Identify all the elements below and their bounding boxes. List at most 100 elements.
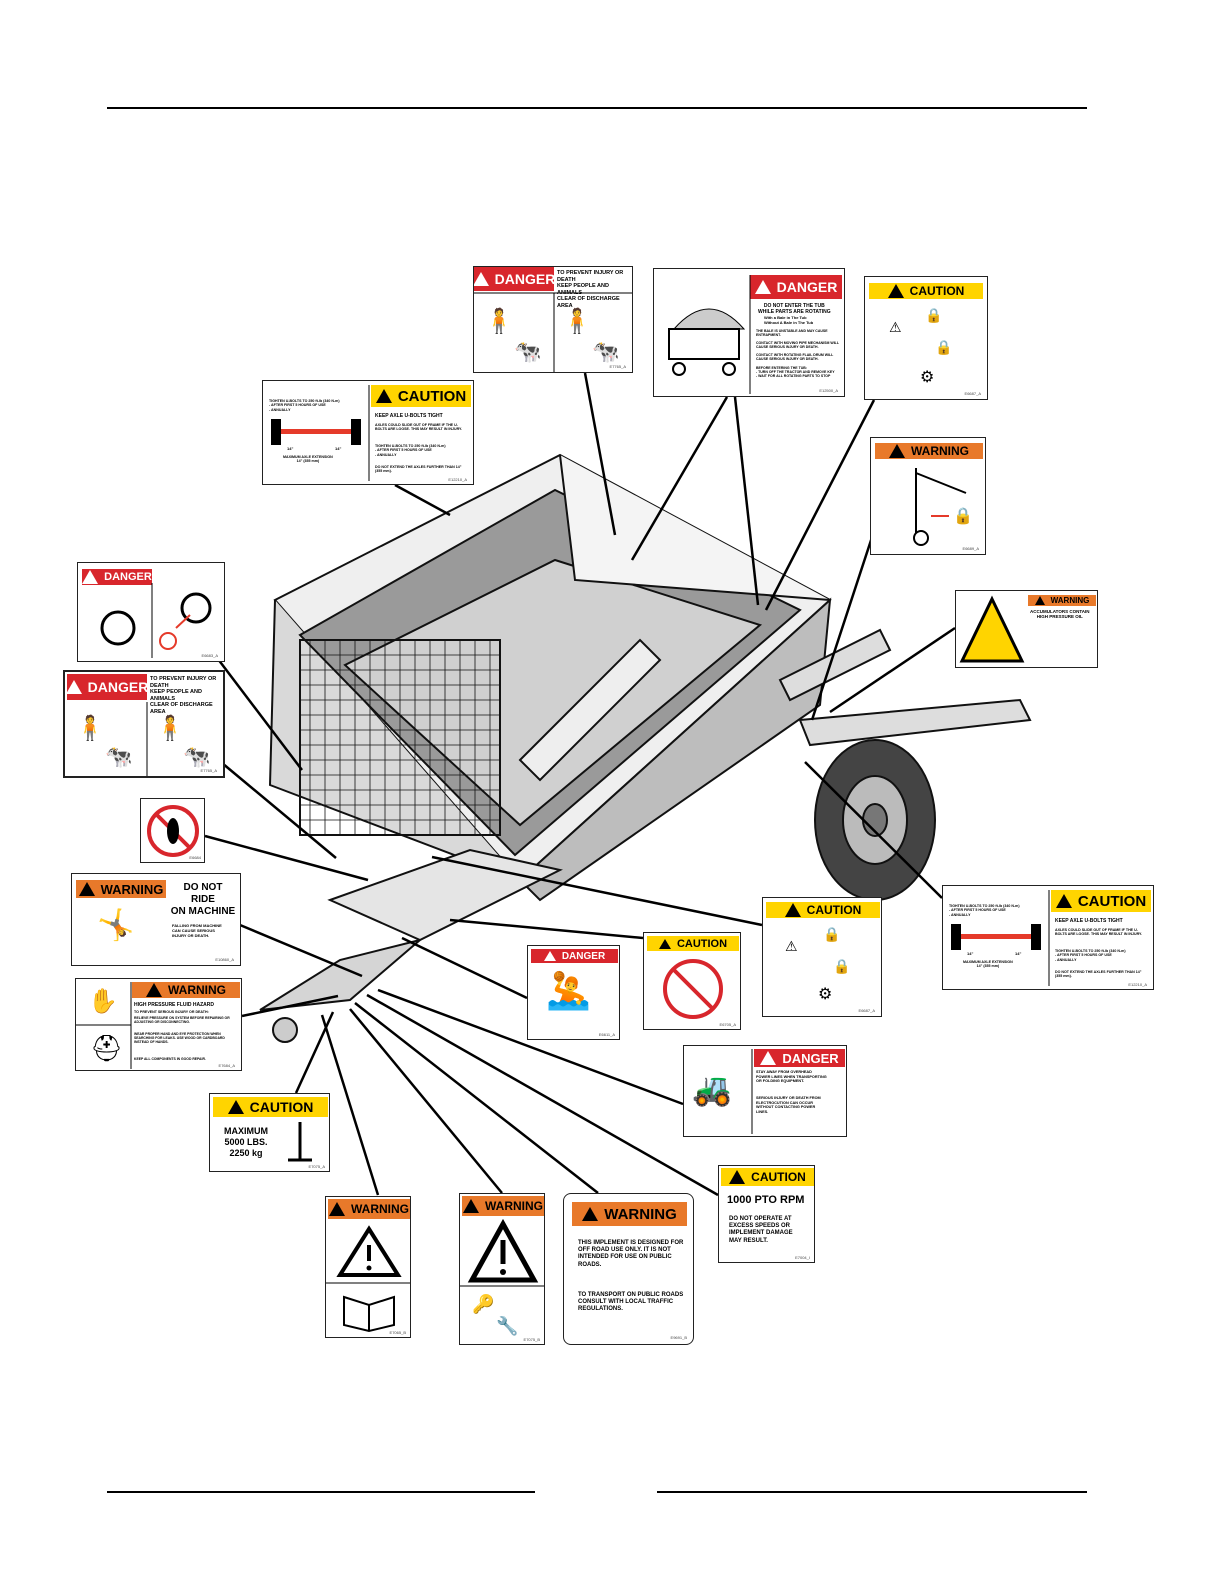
decal-illustration	[460, 1218, 544, 1287]
decal-danger-do-not-enter-tub: DANGER DO NOT ENTER THE TUB WHILE PARTS …	[653, 268, 845, 397]
key-icon: 🔑	[472, 1294, 495, 1314]
decal-code: E7765_A	[609, 364, 626, 369]
lock-icon: 🔒	[823, 926, 841, 942]
decal-bullet: CONTACT WITH ROTATING FLAIL DRUM WILL CA…	[756, 353, 834, 362]
decal-danger-rotating-drum: DANGER 🤽 E6611_A	[527, 945, 620, 1040]
wrench-icon: 🔧	[496, 1316, 519, 1336]
decal-warning-off-road: WARNING THIS IMPLEMENT IS DESIGNED FOR O…	[563, 1193, 694, 1345]
decal-code: E6689_A	[962, 546, 979, 551]
decal-code: E7684_A	[218, 1063, 235, 1068]
alert-triangle-icon	[463, 1199, 479, 1213]
decal-title: KEEP AXLE U-BOLTS TIGHT	[375, 413, 443, 419]
alert-triangle-icon	[146, 983, 162, 997]
decal-bullet: TIGHTEN U-BOLTS TO 250 ft-lb (340 N-m) -…	[375, 444, 446, 457]
axle-dimension-left: 14"	[967, 951, 974, 956]
decal-code: E7765_A	[200, 768, 217, 773]
decal-caution-lock-middle: CAUTION ⚠ 🔒 🔒 ⚙ E6687_A	[762, 897, 882, 1017]
decal-code: E6683_A	[201, 653, 218, 658]
face-shield-icon: ⛑	[90, 1033, 124, 1063]
decal-header: CAUTION	[1077, 892, 1147, 910]
decal-header: CAUTION	[806, 903, 862, 917]
lock-icon: 🔒	[833, 958, 851, 974]
decal-header: DANGER	[776, 279, 838, 295]
cow-icon: 🐄	[183, 744, 211, 769]
falling-person-icon: 🤸	[97, 909, 135, 942]
decal-text: DO NOT OPERATE AT EXCESS SPEEDS OR IMPLE…	[729, 1216, 793, 1244]
thrown-object-person-icon: 🧍	[484, 308, 514, 335]
decal-no-step: E6684	[140, 798, 205, 863]
alert-triangle-icon	[887, 284, 904, 298]
decal-header: WARNING	[100, 881, 164, 897]
tub-entrapment-illustration	[668, 275, 751, 394]
decal-text: STAY AWAY FROM OVERHEAD POWER LINES WHEN…	[756, 1070, 827, 1084]
decal-header: WARNING	[604, 1205, 677, 1223]
decal-illustration	[474, 292, 632, 372]
decal-text: TO PREVENT SERIOUS INJURY OR DEATH:	[134, 1010, 209, 1014]
decal-code: E6705_A	[719, 1022, 736, 1027]
decal-bullet: DO NOT EXTEND THE AXLES FURTHER THAN 14"…	[1055, 970, 1142, 979]
cow-icon: 🐄	[592, 339, 620, 364]
alert-triangle-icon	[784, 903, 801, 917]
decal-bullet: KEEP ALL COMPONENTS IN GOOD REPAIR.	[134, 1057, 206, 1061]
cow-icon: 🐄	[514, 339, 542, 364]
alert-triangle-icon	[729, 1170, 746, 1184]
decal-warning-maintenance: WARNING 🔑 🔧 E7075_B	[459, 1193, 545, 1345]
decal-caution-lock-top: CAUTION ⚠ 🔒 🔒 ⚙ E6687_A	[864, 276, 988, 400]
decal-bullet: WEAR PROPER HAND AND EYE PROTECTION WHEN…	[134, 1032, 225, 1045]
decal-danger-entanglement: DANGER E6683_A	[77, 562, 225, 662]
decal-code: E7065_B	[389, 1330, 406, 1335]
decal-bullet: AXLES COULD SLIDE OUT OF FRAME IF THE U-…	[1055, 928, 1143, 937]
decal-header: WARNING	[911, 444, 969, 458]
decal-warning-do-not-ride: WARNING DO NOT RIDE ON MACHINE FALLING F…	[71, 873, 241, 966]
decal-danger-power-lines: DANGER STAY AWAY FROM OVERHEAD POWER LIN…	[683, 1045, 847, 1137]
footer-rule-left	[107, 1491, 535, 1493]
decal-header: CAUTION	[397, 387, 467, 405]
decal-text: TO PREVENT INJURY OR DEATH KEEP PEOPLE A…	[150, 676, 217, 715]
alert-triangle-icon	[889, 444, 905, 458]
tractor-power-line-icon: 🚜	[692, 1071, 732, 1107]
alert-triangle-icon	[65, 680, 82, 694]
decal-warning-high-pressure-fluid: WARNING HIGH PRESSURE FLUID HAZARD TO PR…	[75, 978, 242, 1071]
no-step-icon	[147, 805, 199, 857]
axle-diagram	[271, 385, 370, 481]
header-rule	[107, 107, 1087, 109]
decal-text: TIGHTEN U-BOLTS TO 250 ft-lb (340 N-m) -…	[949, 904, 1020, 917]
alert-triangle-icon	[82, 570, 99, 584]
decal-text: FALLING FROM MACHINE CAN CAUSE SERIOUS I…	[172, 923, 222, 938]
alert-triangle-icon	[760, 1051, 777, 1065]
alert-triangle-icon: ⚠	[889, 319, 902, 335]
decal-bullet: THE BALE IS UNSTABLE AND MAY CAUSE ENTRA…	[756, 329, 828, 338]
axle-dimension-left: 14"	[287, 446, 294, 451]
decal-code: E10860_A	[215, 957, 234, 962]
decal-big-text: DO NOT RIDE ON MACHINE	[170, 882, 236, 917]
decal-danger-discharge-left: DANGER TO PREVENT INJURY OR DEATH KEEP P…	[63, 670, 225, 778]
alert-triangle-icon	[329, 1202, 345, 1216]
decal-caution-axle-ubolts-top: CAUTION TIGHTEN U-BOLTS TO 250 ft-lb (34…	[262, 380, 474, 485]
lever-icon: ⚙	[920, 369, 935, 386]
decal-illustration	[76, 982, 132, 1069]
axle-dimension-right: 14"	[1015, 951, 1022, 956]
decal-header: CAUTION	[249, 1099, 314, 1115]
decal-illustration	[326, 1225, 410, 1333]
decal-subtext: With a Bale in The Tub Without A Bale in…	[764, 315, 814, 325]
decal-caution-pto-rpm: CAUTION 1000 PTO RPM DO NOT OPERATE AT E…	[718, 1165, 815, 1263]
decal-warning-read-manual: WARNING E7065_B	[325, 1196, 411, 1338]
decal-bullet: TO TRANSPORT ON PUBLIC ROADS CONSULT WIT…	[578, 1292, 684, 1313]
prohibition-icon	[663, 959, 723, 1019]
decal-warning-jack-lock: WARNING 🔒 E6689_A	[870, 437, 986, 555]
decal-header: CAUTION	[676, 937, 728, 950]
decal-header: CAUTION	[751, 1170, 806, 1184]
decal-text: MAXIMUM AXLE EXTENSION 14" (355 mm)	[283, 455, 333, 464]
decal-code: E6611_A	[598, 1032, 615, 1037]
decal-header: CAUTION	[909, 284, 965, 298]
decal-text: TIGHTEN U-BOLTS TO 250 ft-lb (340 N-m) -…	[269, 399, 340, 412]
decal-danger-discharge-top: DANGER TO PREVENT INJURY OR DEATH KEEP P…	[473, 266, 633, 373]
decal-code: E6687_A	[858, 1008, 875, 1013]
decal-code: E7075_B	[523, 1337, 540, 1342]
fluid-injection-hand-icon: ✋	[88, 988, 118, 1015]
decal-bullet: DO NOT EXTEND THE AXLES FURTHER THAN 14"…	[375, 465, 462, 474]
alert-triangle-icon	[543, 951, 556, 961]
jack-stand-icon	[288, 1122, 312, 1162]
decal-bullet: CONTACT WITH MOVING PIPE MECHANISM WILL …	[756, 341, 839, 350]
